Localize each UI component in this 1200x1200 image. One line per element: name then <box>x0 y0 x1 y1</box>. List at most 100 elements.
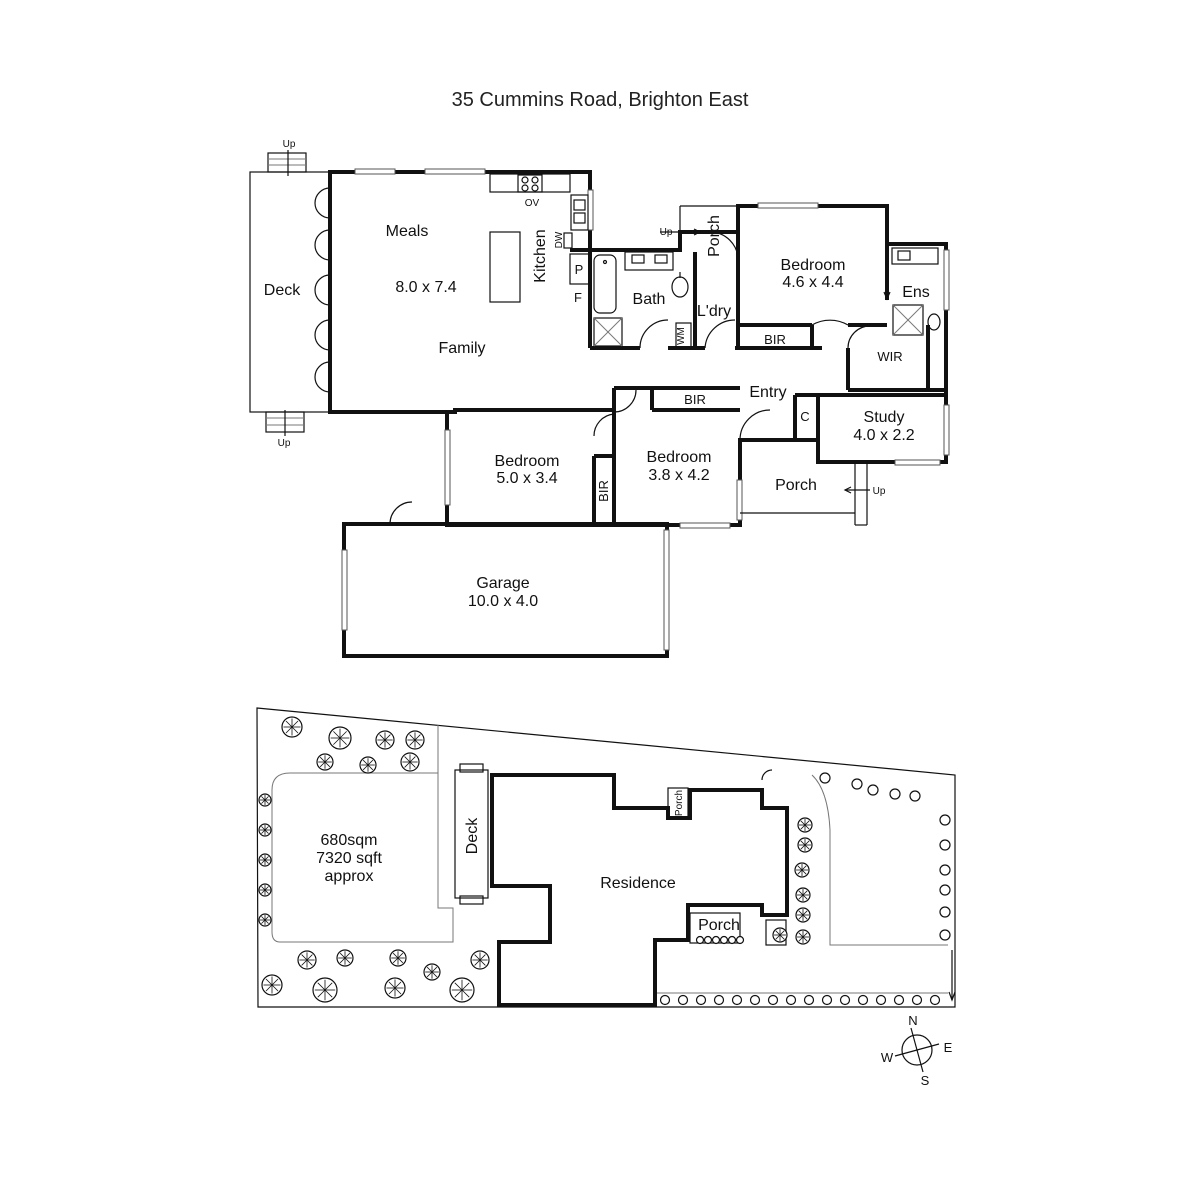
tree-branch <box>800 840 806 846</box>
oven-label: OV <box>525 198 540 209</box>
tree-branch <box>285 726 293 734</box>
bir-main-label: BIR <box>764 332 786 347</box>
tree-branch <box>384 739 391 746</box>
kitchen-island <box>489 231 521 303</box>
tree-branch <box>801 865 807 871</box>
tree-icon <box>889 788 901 800</box>
site-plan: 680sqm 7320 sqft approx Deck Residence P… <box>256 707 956 1008</box>
tree-branch <box>798 910 804 916</box>
tree-icon <box>893 994 905 1006</box>
deck-top-stairs <box>267 150 307 176</box>
tree-branch <box>798 914 804 920</box>
tree-branch <box>801 869 807 875</box>
tree-branch <box>339 731 347 739</box>
tree-branch <box>431 971 438 978</box>
windows <box>341 168 950 651</box>
tree-icon <box>803 994 815 1006</box>
tree-branch <box>264 919 269 924</box>
bedroom-main-size: 4.6 x 4.4 <box>782 274 843 291</box>
tree-icon <box>659 994 671 1006</box>
driveway <box>811 774 948 946</box>
bedroom-3-label: Bedroom <box>647 449 712 466</box>
tree-branch <box>804 824 810 830</box>
tree-icon <box>749 994 761 1006</box>
tree-branch <box>333 731 341 739</box>
compass-w: W <box>881 1050 894 1065</box>
floor-plan: Deck Up Up Meals 8.0 x 7.4 Family Kitche… <box>249 139 950 658</box>
tree-branch <box>798 936 804 942</box>
meals-label: Meals <box>386 223 429 240</box>
tree-branch <box>264 829 269 834</box>
tree-branch <box>800 824 806 830</box>
tree-branch <box>426 966 433 973</box>
tree-icon <box>875 994 887 1006</box>
front-porch-up-label: Up <box>873 486 886 497</box>
tree-branch <box>367 759 374 766</box>
tree-branch <box>261 829 266 834</box>
tree-branch <box>388 981 396 989</box>
meals-family-size: 8.0 x 7.4 <box>395 279 456 296</box>
tree-branch <box>264 856 269 861</box>
tree-branch <box>261 799 266 804</box>
tree-branch <box>409 739 416 746</box>
tree-branch <box>802 910 808 916</box>
tree-branch <box>802 936 808 942</box>
tree-branch <box>301 959 308 966</box>
tree-branch <box>339 737 347 745</box>
tree-icon <box>857 994 869 1006</box>
tree-branch <box>264 796 269 801</box>
door-swings <box>389 231 871 525</box>
tree-branch <box>261 916 266 921</box>
tree-icon <box>731 994 743 1006</box>
entry-label: Entry <box>749 384 786 401</box>
washing-machine-label: WM <box>676 327 687 345</box>
tree-branch <box>367 764 374 771</box>
bedroom-main-label: Bedroom <box>781 257 846 274</box>
tree-branch <box>404 756 411 763</box>
tree-branch <box>479 959 486 966</box>
garage-label: Garage <box>476 575 529 592</box>
tree-branch <box>301 954 308 961</box>
rear-porch <box>660 205 738 250</box>
tree-branch <box>339 957 346 964</box>
tree-icon <box>939 884 951 896</box>
tree-branch <box>779 930 785 936</box>
tree-branch <box>324 761 331 768</box>
tree-icon <box>939 814 951 826</box>
ensuite-fixtures <box>883 247 941 336</box>
compass: N E S W <box>881 1013 953 1088</box>
tree-icon <box>939 839 951 851</box>
tree-branch <box>397 952 404 959</box>
deck-top-up-label: Up <box>283 139 296 150</box>
tree-branch <box>804 844 810 850</box>
deck-bottom-stairs <box>265 410 305 436</box>
tree-branch <box>388 987 396 995</box>
bir-bed3-label: BIR <box>684 392 706 407</box>
tree-branch <box>261 859 266 864</box>
bedroom-3-size: 3.8 x 4.2 <box>648 467 709 484</box>
tree-branch <box>324 756 331 763</box>
land-area-sqft: 7320 sqft <box>316 850 382 867</box>
fridge-label: F <box>574 290 582 305</box>
deck-label: Deck <box>264 282 301 299</box>
family-label: Family <box>438 340 485 357</box>
tree-icon <box>767 994 779 1006</box>
tree-branch <box>775 934 781 940</box>
tree-icon <box>695 994 707 1006</box>
tree-branch <box>431 966 438 973</box>
garden-trees <box>258 716 951 1006</box>
tree-branch <box>800 844 806 850</box>
garage-size: 10.0 x 4.0 <box>468 593 538 610</box>
tree-icon <box>939 864 951 876</box>
tree-icon <box>851 778 863 790</box>
tree-branch <box>461 982 470 991</box>
plan-title: 35 Cummins Road, Brighton East <box>452 89 749 111</box>
tree-branch <box>265 978 273 986</box>
tree-branch <box>271 984 279 992</box>
bir-bed2-label: BIR <box>596 480 611 502</box>
tree-branch <box>461 989 470 998</box>
dishwasher-label: DW <box>554 231 565 248</box>
tree-branch <box>802 932 808 938</box>
tree-branch <box>264 859 269 864</box>
tree-icon <box>713 994 725 1006</box>
